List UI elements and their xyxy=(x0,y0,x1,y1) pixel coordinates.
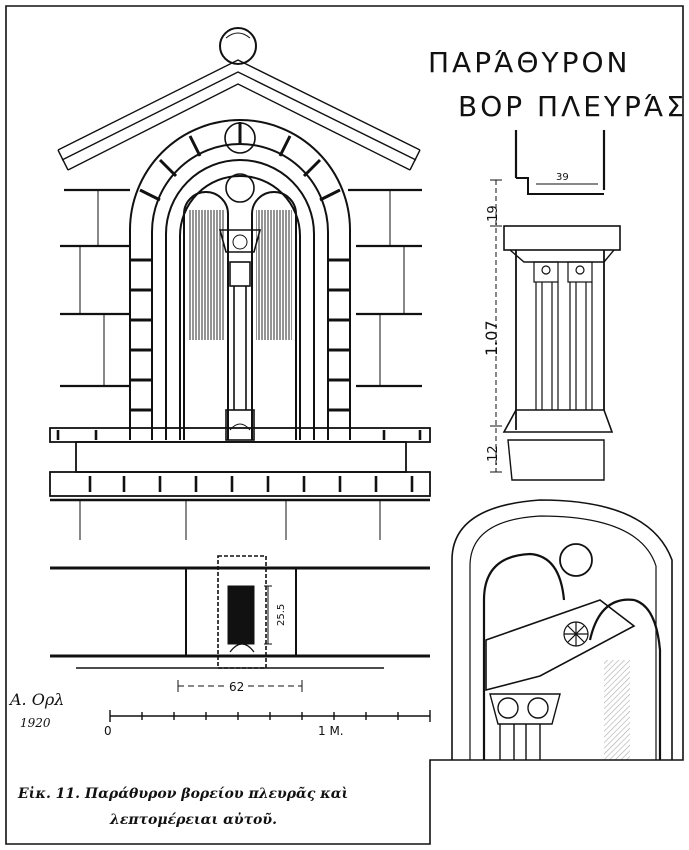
dim-top-width: 39 xyxy=(556,172,569,183)
brick-arch xyxy=(129,119,351,440)
gable-roof xyxy=(57,59,421,171)
title-line-1: ΠΑΡΆΘΥΡΟΝ xyxy=(428,46,631,79)
caption-line-1: Εἰκ. 11. Παράθυρον βορείου πλευρᾶς καὶ xyxy=(18,786,349,802)
dim-opening-width: 62 xyxy=(226,680,248,694)
arch-voussoir-marks xyxy=(130,122,350,412)
right-light-shading xyxy=(256,210,292,340)
window-sill xyxy=(49,427,431,497)
roof-finial xyxy=(219,27,257,65)
caption-line-2: λεπτομέρειαι αὐτοῦ. xyxy=(110,812,277,828)
title-line-2: ΒΟΡ ΠΛΕΥΡΆΣ xyxy=(458,90,687,123)
perspective-capitals xyxy=(489,693,561,725)
masonry-joints xyxy=(79,190,405,540)
arch-roundel xyxy=(224,122,256,154)
window-elevation xyxy=(49,27,431,540)
section-dimension-line xyxy=(490,179,502,473)
perspective-rosette xyxy=(563,621,589,647)
section-capitals xyxy=(533,261,593,283)
perspective-detail xyxy=(451,499,673,760)
masonry-courses xyxy=(50,188,430,502)
perspective-impost xyxy=(485,599,636,692)
perspective-roundel xyxy=(559,543,593,577)
scale-start-label: 0 xyxy=(104,724,112,738)
sill-blocks xyxy=(56,430,422,492)
page-border xyxy=(5,5,684,845)
window-plan xyxy=(50,555,430,692)
left-light-shading xyxy=(188,210,224,340)
tympanum-roundel xyxy=(225,173,255,203)
section-base xyxy=(502,409,614,433)
plan-mullion-core xyxy=(227,585,255,645)
section-shafts xyxy=(515,250,605,430)
dim-top-height: .19 xyxy=(486,205,501,226)
perspective-shafts xyxy=(499,724,541,760)
plan-mullion xyxy=(217,555,267,669)
scale-end-label: 1 M. xyxy=(318,724,344,738)
signature-year: 1920 xyxy=(20,716,51,730)
mullion-section xyxy=(490,130,621,481)
section-impost xyxy=(503,225,621,251)
dim-mullion-depth: 25.5 xyxy=(276,603,287,626)
central-colonnette xyxy=(218,229,262,441)
signature-name: A. Ορλ xyxy=(10,690,65,709)
dim-base-height: .12 xyxy=(486,445,501,466)
dim-column-height: 1.07 xyxy=(482,320,501,356)
twin-lights xyxy=(183,191,297,440)
scale-bar xyxy=(109,710,431,722)
